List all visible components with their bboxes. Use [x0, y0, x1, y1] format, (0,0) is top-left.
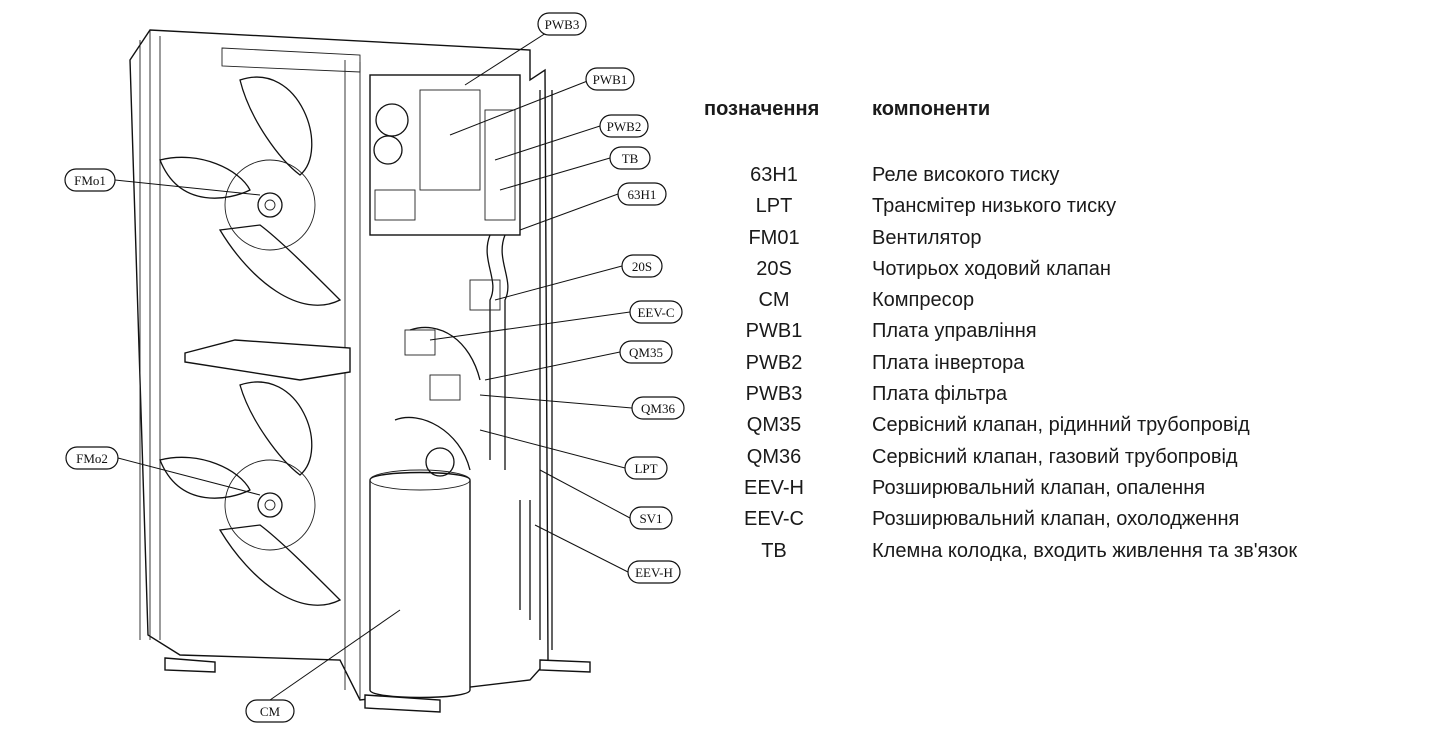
legend-code: FM01 [748, 226, 800, 249]
callout-fmo2: FMo2 [65, 446, 261, 496]
legend-code: PWB2 [745, 351, 803, 374]
heat-pump-unit-diagram: PWB3 PWB1 PWB2 TB 63H1 FMo1 20S EEV-C QM [64, 12, 685, 723]
callout-pwb1-label: PWB1 [593, 72, 628, 87]
legend-description: Вентилятор [872, 226, 982, 249]
callout-63h1: 63H1 [519, 182, 667, 231]
callout-pwb3: PWB3 [464, 12, 587, 86]
legend-description: Плата фільтра [872, 383, 1008, 406]
callout-fmo1: FMo1 [64, 168, 261, 196]
legend-row: TB Клемна колодка, входить живлення та зв… [700, 540, 1430, 571]
callout-pwb2-label: PWB2 [607, 119, 642, 134]
legend-header-code: позначення [704, 98, 820, 120]
legend-rows: 63H1 Реле високого тиску LPT Трансмітер ни… [700, 164, 1430, 571]
components-legend: позначення компоненти 63H1 Реле високого … [700, 88, 1430, 562]
legend-description: Сервісний клапан, газовий трубопровід [872, 445, 1238, 468]
control-box [369, 74, 521, 236]
legend-row: FM01 Вентилятор [700, 227, 1430, 258]
legend-row: LPT Трансмітер низького тиску [700, 195, 1430, 226]
legend-row: PWB3 Плата фільтра [700, 383, 1430, 414]
callout-pwb1: PWB1 [449, 67, 635, 136]
callout-qm35-label: QM35 [629, 345, 663, 360]
compressor [369, 447, 471, 699]
legend-code: EEV-H [743, 476, 805, 499]
piping [394, 90, 553, 650]
legend-description: Клемна колодка, входить живлення та зв'я… [872, 539, 1298, 562]
legend-description: Сервісний клапан, рідинний трубопровід [872, 414, 1250, 437]
fan-lower [159, 381, 342, 606]
callout-fmo1-label: FMo1 [74, 173, 106, 188]
legend-row: QM36 Сервісний клапан, газовий трубопрові… [700, 446, 1430, 477]
callout-cm: CM [245, 609, 401, 723]
callout-eevc: EEV-C [429, 300, 683, 341]
legend-code: QM36 [746, 445, 802, 468]
legend-description: Компресор [872, 289, 975, 312]
legend-row: QM35 Сервісний клапан, рідинний трубопров… [700, 414, 1430, 445]
legend-row: 63H1 Реле високого тиску [700, 164, 1430, 195]
callout-eevc-label: EEV-C [637, 305, 674, 320]
legend-code: QM35 [746, 414, 802, 437]
base-feet [164, 657, 591, 713]
legend-code: LPT [755, 195, 793, 218]
legend-row: 20S Чотирьох ходовий клапан [700, 258, 1430, 289]
callout-20s-label: 20S [632, 259, 652, 274]
callout-63h1-label: 63H1 [628, 187, 657, 202]
callout-tb: TB [499, 146, 651, 191]
legend-description: Реле високого тиску [872, 164, 1060, 186]
legend-row: CM Компресор [700, 289, 1430, 320]
callout-qm35: QM35 [484, 340, 673, 381]
legend-code: TB [761, 539, 787, 562]
legend-row: PWB2 Плата інвертора [700, 352, 1430, 383]
legend-row: PWB1 Плата управління [700, 320, 1430, 351]
callout-sv1: SV1 [539, 469, 673, 530]
callout-pwb3-label: PWB3 [545, 17, 580, 32]
legend-header: позначення компоненти [700, 88, 1430, 128]
legend-description: Чотирьох ходовий клапан [872, 257, 1111, 280]
callout-sv1-label: SV1 [639, 511, 662, 526]
legend-code: PWB3 [745, 383, 803, 406]
callout-eevh: EEV-H [534, 524, 681, 584]
legend-header-component: компоненти [872, 98, 991, 120]
legend-description: Розширювальний клапан, охолодження [872, 508, 1240, 531]
fan-upper [159, 76, 342, 306]
legend-description: Плата інвертора [872, 351, 1025, 374]
callout-cm-label: CM [260, 704, 281, 719]
callout-pwb2: PWB2 [494, 114, 649, 161]
legend-description: Трансмітер низького тиску [872, 195, 1117, 218]
callout-qm36: QM36 [479, 394, 685, 420]
callout-qm36-label: QM36 [641, 401, 675, 416]
legend-row: EEV-H Розширювальний клапан, опалення [700, 477, 1430, 508]
callout-tb-label: TB [622, 151, 639, 166]
callout-lpt: LPT [479, 429, 668, 480]
legend-code: EEV-C [743, 508, 805, 531]
legend-row: EEV-C Розширювальний клапан, охолодження [700, 508, 1430, 539]
legend-code: PWB1 [745, 320, 803, 343]
callout-20s: 20S [494, 254, 663, 301]
callout-lpt-label: LPT [634, 461, 657, 476]
legend-code: 20S [756, 257, 792, 280]
legend-code: CM [758, 289, 790, 312]
legend-code: 63H1 [750, 164, 798, 186]
legend-description: Плата управління [872, 320, 1037, 343]
legend-description: Розширювальний клапан, опалення [872, 476, 1206, 499]
callout-fmo2-label: FMo2 [76, 451, 108, 466]
callout-eevh-label: EEV-H [635, 565, 673, 580]
